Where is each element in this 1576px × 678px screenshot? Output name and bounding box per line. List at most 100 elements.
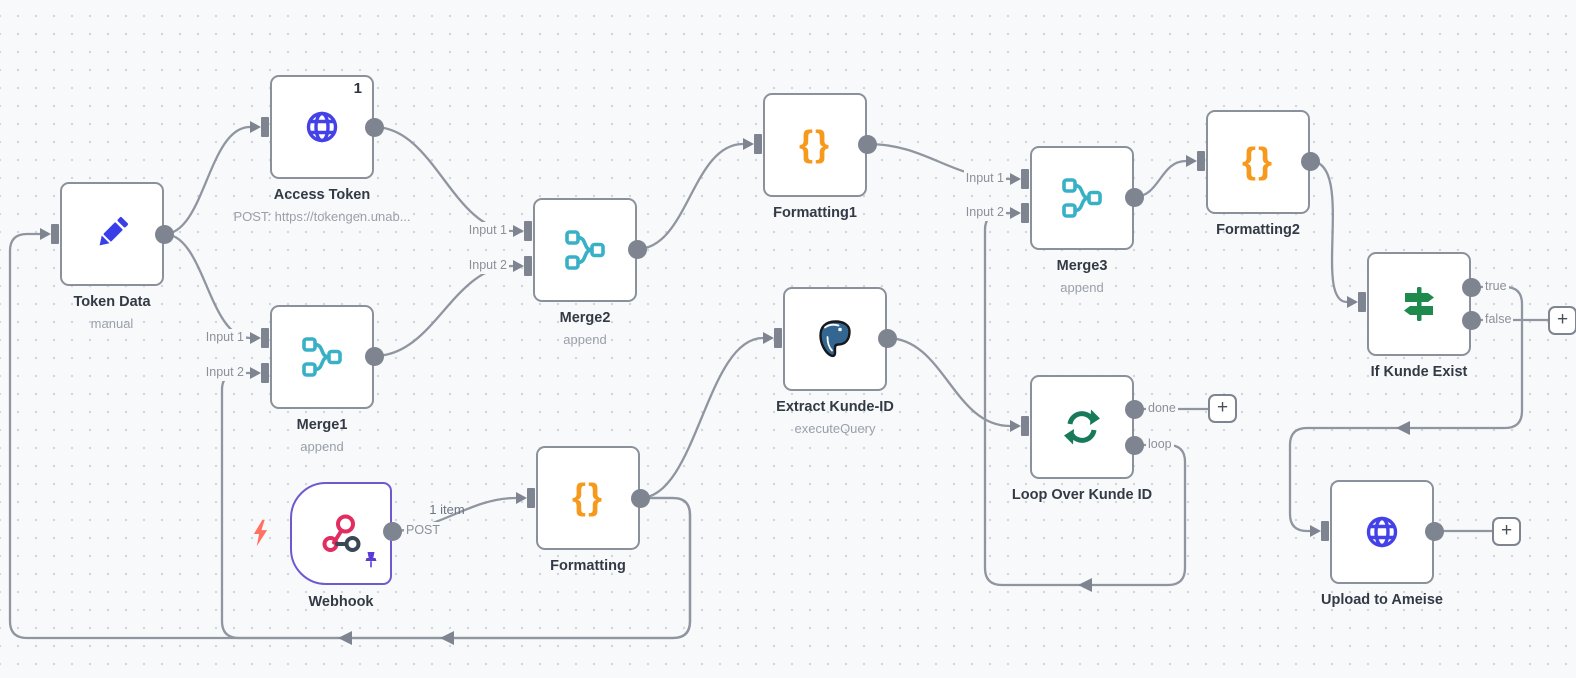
svg-text:{}: {} (1242, 140, 1274, 181)
add-node-button-false[interactable]: + (1548, 306, 1576, 335)
loop-icon (1064, 409, 1100, 445)
edge-tokendata-accesstoken (163, 125, 251, 236)
output-port-loop[interactable] (1124, 435, 1144, 455)
input-port[interactable] (1310, 521, 1329, 541)
output-label: done (1146, 400, 1178, 417)
node-formatting[interactable]: {} Formatting (516, 446, 650, 574)
output-port[interactable] (364, 346, 384, 366)
node-box[interactable]: {} (536, 446, 640, 550)
braces-icon: {} (572, 476, 604, 517)
input-port-1[interactable] (513, 221, 532, 241)
node-title: Formatting1 (773, 205, 857, 221)
globe-icon (306, 111, 338, 143)
output-port[interactable] (630, 488, 650, 508)
output-label: false (1483, 311, 1514, 328)
add-node-button-done[interactable]: + (1208, 394, 1237, 423)
merge-icon (1062, 178, 1102, 218)
node-token-data[interactable]: Token Data manual (40, 182, 174, 331)
input-label: Input 2 (963, 204, 1006, 221)
items-count-badge: 1 (353, 80, 362, 97)
node-title: Access Token (273, 187, 371, 203)
node-box[interactable]: {} (763, 93, 867, 197)
node-box[interactable] (1030, 146, 1134, 250)
node-formatting2[interactable]: {} Formatting2 (1186, 110, 1320, 238)
node-extract-kunde-id[interactable]: Extract Kunde-ID executeQuery (763, 287, 897, 436)
edge-merge2-formatting1 (636, 142, 744, 251)
node-title: Token Data (73, 294, 151, 310)
node-title: If Kunde Exist (1370, 364, 1468, 380)
input-port[interactable] (1347, 292, 1366, 312)
signpost-icon (1404, 287, 1434, 321)
node-if-kunde-exist[interactable]: true false If Kunde Exist (1347, 252, 1514, 380)
input-port-1[interactable] (1010, 169, 1029, 189)
node-subtitle: append (1060, 280, 1104, 295)
output-port[interactable] (1424, 521, 1444, 541)
node-box[interactable] (533, 198, 637, 302)
output-port-true[interactable] (1461, 277, 1481, 297)
pencil-icon (99, 217, 128, 246)
node-formatting1[interactable]: {} Formatting1 (743, 93, 877, 221)
node-merge2[interactable]: Input 1 Input 2 Merge2 append (466, 198, 647, 347)
output-port[interactable] (1124, 187, 1144, 207)
node-title: Loop Over Kunde ID (1011, 487, 1153, 503)
node-subtitle: executeQuery (794, 421, 876, 436)
output-port[interactable] (154, 224, 174, 244)
output-port[interactable] (364, 117, 384, 137)
input-port-2[interactable] (1010, 203, 1029, 223)
output-port[interactable] (627, 239, 647, 259)
node-subtitle: append (563, 332, 607, 347)
svg-text:{}: {} (572, 476, 604, 517)
input-port[interactable] (1186, 151, 1205, 171)
add-node-button-upload[interactable]: + (1492, 517, 1521, 546)
node-loop-over-kunde-id[interactable]: done loop Loop Over Kunde ID (1010, 375, 1178, 503)
input-port[interactable] (250, 117, 269, 137)
input-port[interactable] (516, 488, 535, 508)
node-box[interactable] (783, 287, 887, 391)
node-box[interactable] (290, 482, 392, 585)
input-port[interactable] (40, 224, 59, 244)
input-label: Input 1 (963, 170, 1006, 187)
edge-extract-loop (886, 336, 1011, 428)
merge-icon (302, 337, 342, 377)
input-port[interactable] (1010, 416, 1029, 436)
output-label: loop (1146, 436, 1174, 453)
node-webhook[interactable]: POST Webhook (253, 482, 443, 610)
input-port[interactable] (763, 328, 782, 348)
node-box[interactable] (270, 305, 374, 409)
input-port-2[interactable] (513, 256, 532, 276)
output-port[interactable] (382, 521, 402, 541)
node-subtitle: POST: https://tokengen.unab... (233, 209, 411, 224)
node-upload-to-ameise[interactable]: Upload to Ameise (1310, 480, 1444, 608)
node-box[interactable] (1030, 375, 1134, 479)
node-title: Extract Kunde-ID (776, 399, 894, 415)
node-box[interactable] (60, 182, 164, 286)
input-port-2[interactable] (250, 363, 269, 383)
postgres-icon (819, 320, 851, 358)
connection-items-label: 1 item (429, 502, 465, 517)
node-merge1[interactable]: Input 1 Input 2 Merge1 append (203, 305, 384, 454)
webhook-icon (322, 514, 361, 552)
node-box[interactable] (1330, 480, 1434, 584)
pin-icon (363, 551, 379, 574)
braces-icon: {} (799, 123, 829, 164)
globe-icon (1366, 516, 1398, 548)
output-port-false[interactable] (1461, 310, 1481, 330)
input-port-1[interactable] (250, 328, 269, 348)
input-label: Input 1 (466, 222, 509, 239)
output-port-done[interactable] (1124, 399, 1144, 419)
node-merge3[interactable]: Input 1 Input 2 Merge3 append (963, 146, 1144, 295)
input-port[interactable] (743, 134, 762, 154)
node-access-token[interactable]: 1 Access Token POST: https://tokengen.un… (233, 75, 411, 224)
node-title: Formatting (550, 558, 626, 574)
node-title: Merge3 (1056, 258, 1108, 274)
output-port[interactable] (857, 134, 877, 154)
node-subtitle: append (300, 439, 344, 454)
edge-merge1-merge2 (373, 264, 514, 358)
input-label: Input 1 (203, 329, 246, 346)
node-box[interactable]: 1 (270, 75, 374, 179)
output-port[interactable] (877, 328, 897, 348)
node-box[interactable] (1367, 252, 1471, 356)
output-port[interactable] (1300, 151, 1320, 171)
node-box[interactable]: {} (1206, 110, 1310, 214)
